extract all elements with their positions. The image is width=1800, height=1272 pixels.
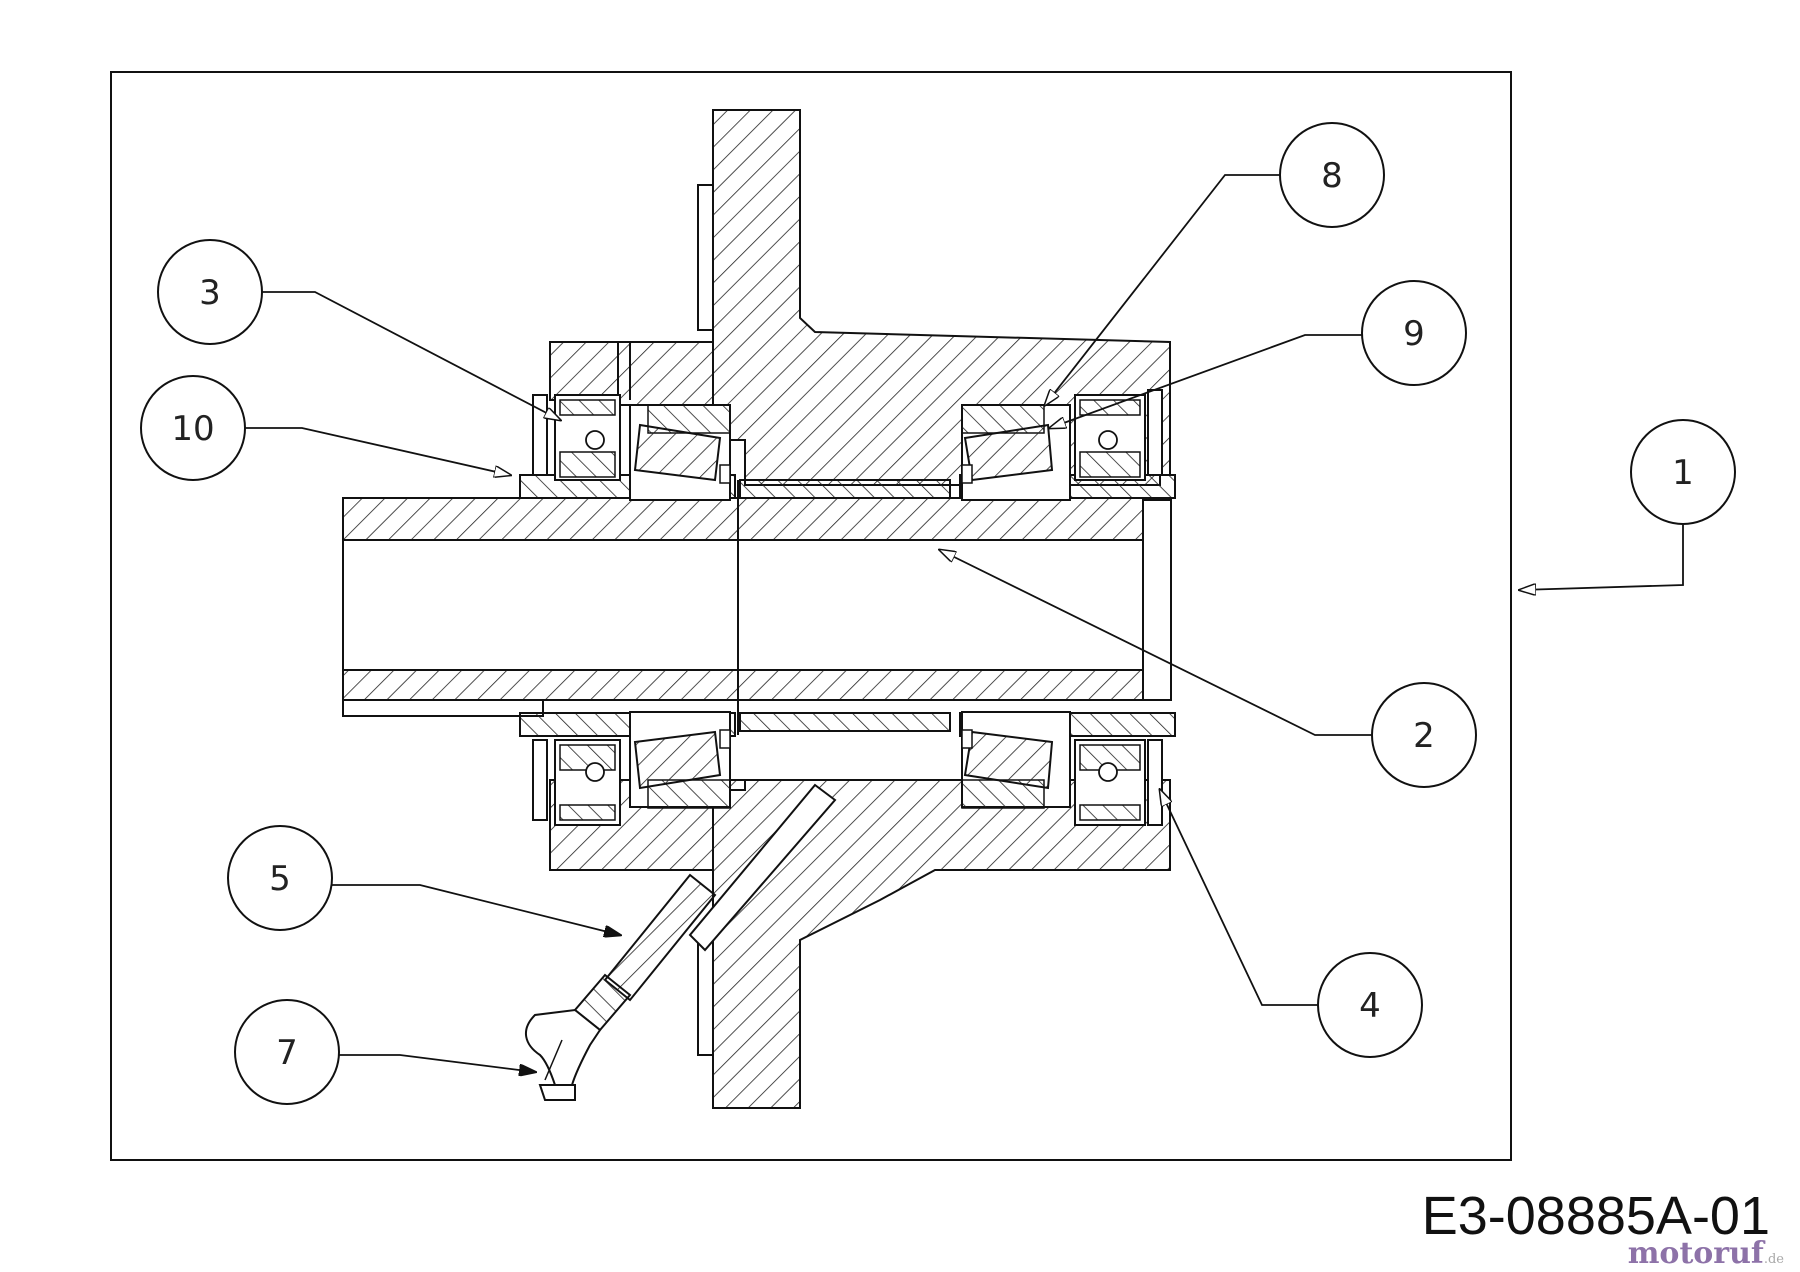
leader-2 bbox=[940, 550, 1374, 736]
leader-lines bbox=[240, 174, 1684, 1072]
leader-5 bbox=[330, 884, 620, 935]
callout-9[interactable]: 9 bbox=[1361, 280, 1467, 386]
callout-1-label: 1 bbox=[1672, 453, 1694, 493]
drawing-reference-number: E3-08885A-01 bbox=[1421, 1186, 1770, 1246]
leader-1 bbox=[1520, 525, 1684, 590]
leader-3 bbox=[258, 291, 560, 420]
callout-10[interactable]: 10 bbox=[140, 375, 246, 481]
seal-upper-right bbox=[1074, 389, 1163, 481]
callout-3-label: 3 bbox=[199, 273, 221, 313]
bearing-lower-left bbox=[629, 711, 731, 809]
callout-4-label: 4 bbox=[1359, 986, 1381, 1026]
callout-2-label: 2 bbox=[1413, 716, 1435, 756]
callout-5[interactable]: 5 bbox=[227, 825, 333, 931]
watermark-text: motoruf bbox=[1627, 1236, 1764, 1271]
seal-lower-left bbox=[532, 739, 621, 826]
leader-10 bbox=[240, 427, 510, 475]
seal-lower-right bbox=[1074, 739, 1163, 826]
callout-4[interactable]: 4 bbox=[1317, 952, 1423, 1058]
callout-7[interactable]: 7 bbox=[234, 999, 340, 1105]
callout-2[interactable]: 2 bbox=[1371, 682, 1477, 788]
assembly-frame bbox=[110, 71, 1512, 1161]
callout-1[interactable]: 1 bbox=[1630, 419, 1736, 525]
leader-7 bbox=[330, 1054, 535, 1072]
leader-4 bbox=[1160, 790, 1320, 1006]
watermark-suffix: .de bbox=[1763, 1252, 1784, 1267]
watermark-logo: motoruf.de bbox=[1628, 1236, 1784, 1271]
seal-upper-left bbox=[532, 394, 621, 481]
callout-8[interactable]: 8 bbox=[1279, 122, 1385, 228]
leader-9 bbox=[1050, 334, 1365, 428]
spindle-shaft bbox=[342, 480, 1172, 735]
callout-5-label: 5 bbox=[269, 859, 291, 899]
grease-fitting bbox=[525, 783, 837, 1101]
callout-10-label: 10 bbox=[171, 409, 214, 449]
bearing-upper-left bbox=[629, 404, 731, 501]
bearing-lower-right bbox=[961, 711, 1071, 809]
callout-8-label: 8 bbox=[1321, 156, 1343, 196]
callout-7-label: 7 bbox=[276, 1033, 298, 1073]
callout-9-label: 9 bbox=[1403, 314, 1425, 354]
callout-3[interactable]: 3 bbox=[157, 239, 263, 345]
bearing-upper-right bbox=[961, 404, 1071, 501]
leader-8 bbox=[1045, 174, 1285, 405]
